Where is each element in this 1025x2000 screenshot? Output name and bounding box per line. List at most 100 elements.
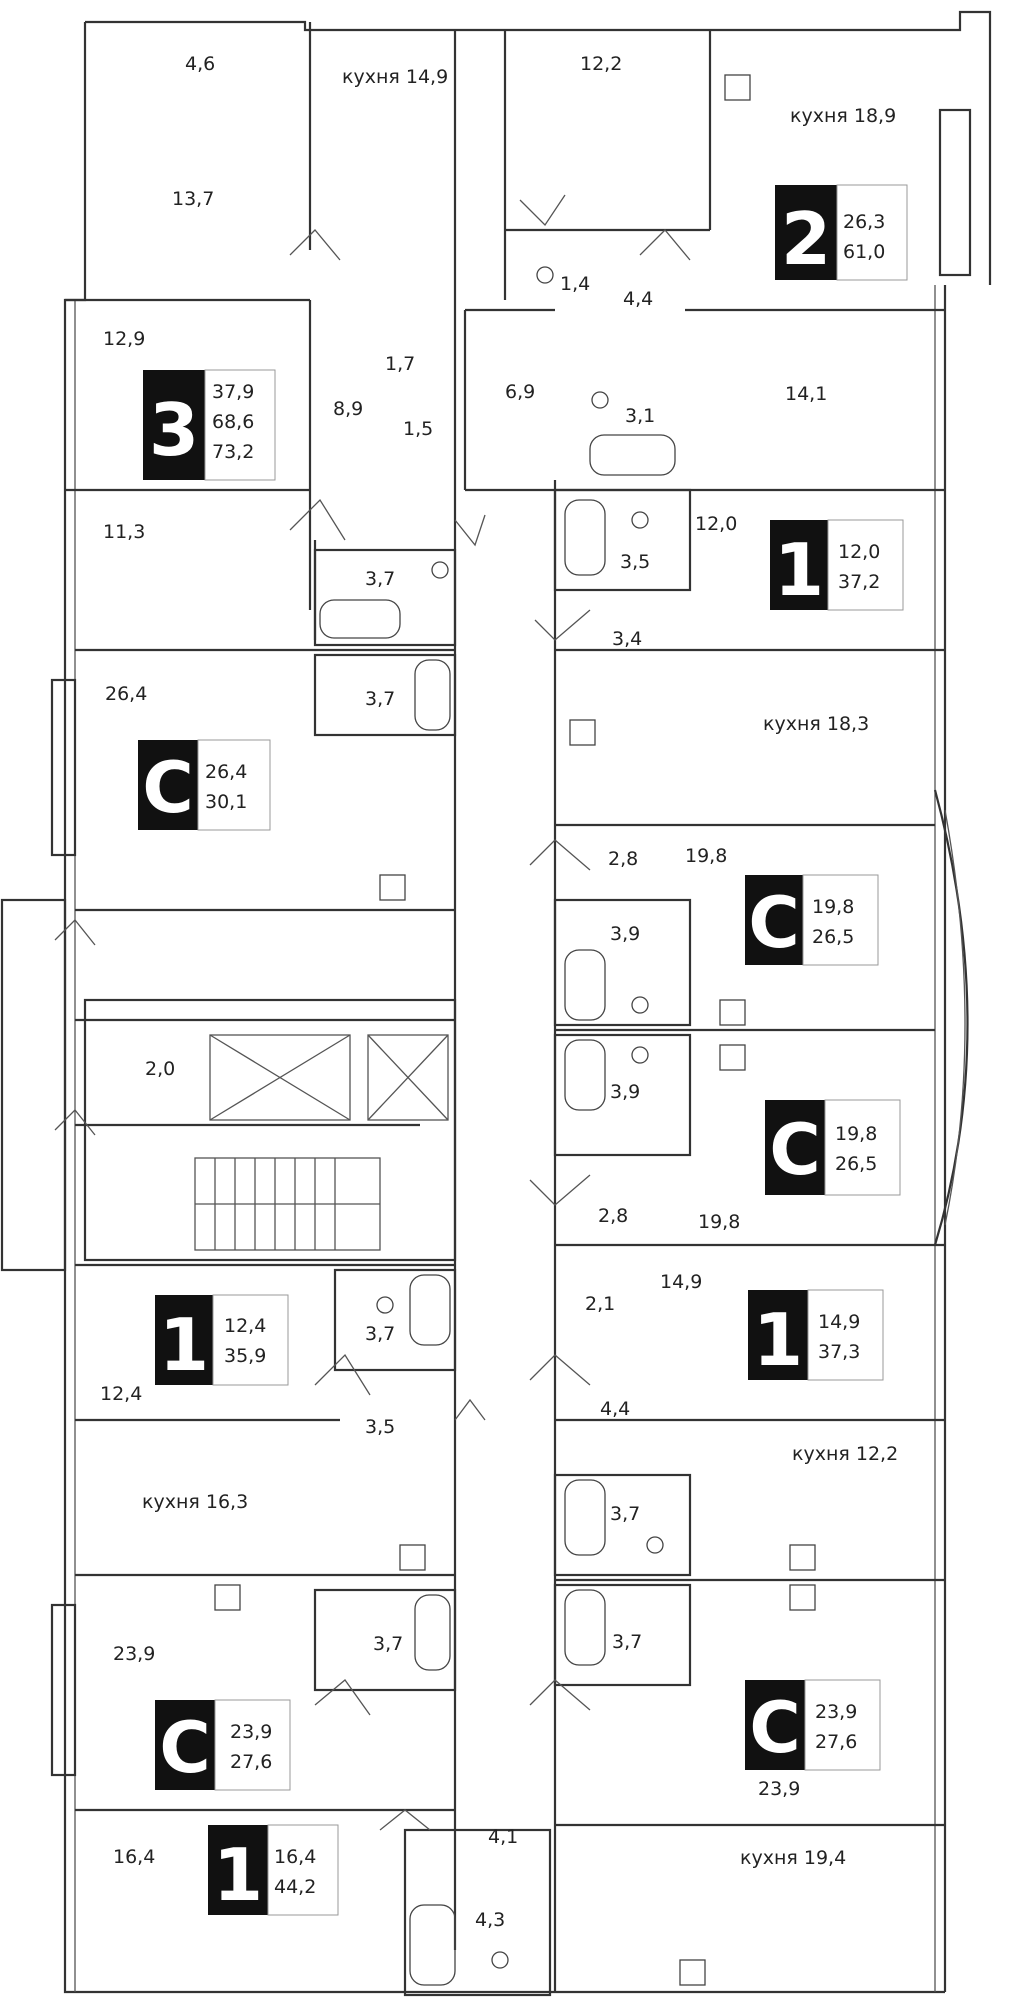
- room-area: 3,7: [365, 568, 395, 590]
- apartment-area: 37,2: [838, 571, 880, 593]
- apartment-area: 26,4: [205, 761, 247, 783]
- apartment-area: 19,8: [812, 896, 854, 918]
- balcony-west-3: [50, 1603, 77, 1777]
- lift-shaft-2-cross-b: [367, 1034, 449, 1121]
- room-area: 3,7: [373, 1633, 403, 1655]
- room-labels: 4,6 13,7 кухня 14,9 12,2 кухня 18,9 1,4 …: [100, 53, 898, 1931]
- apartment-area: 26,3: [843, 211, 885, 233]
- badge-box: [748, 1290, 808, 1380]
- room-area: 12,9: [103, 328, 145, 350]
- bathtub-icon: [414, 659, 451, 731]
- apartment-area: 14,9: [818, 1311, 860, 1333]
- room-area: 23,9: [758, 1778, 800, 1800]
- stove-icon: [719, 1044, 746, 1071]
- apartment-area: 37,9: [212, 381, 254, 403]
- apartment-area: 16,4: [274, 1846, 316, 1868]
- bath-block-west-4: [313, 1588, 457, 1692]
- apartment-area: 19,8: [835, 1123, 877, 1145]
- apartment-number: 1: [159, 1303, 209, 1387]
- bathtub-icon: [409, 1904, 456, 1986]
- room-area: 4,4: [600, 1398, 630, 1420]
- apartment-number: 3: [149, 388, 199, 472]
- apartment-badge: С 23,9 27,6: [745, 1679, 881, 1771]
- room-area: кухня 16,3: [142, 1491, 248, 1513]
- room-area: 3,9: [610, 1081, 640, 1103]
- room-area: 3,7: [612, 1631, 642, 1653]
- stove-icon: [214, 1584, 241, 1611]
- toilet-icon: [646, 1536, 664, 1554]
- room-area: кухня 14,9: [342, 66, 448, 88]
- bath-block-west-3: [333, 1268, 457, 1372]
- badge-box: [143, 370, 205, 480]
- room-area: кухня 18,3: [763, 713, 869, 735]
- room-area: 3,7: [365, 1323, 395, 1345]
- apartment-number: 1: [213, 1833, 263, 1917]
- bathtub-icon: [414, 1594, 451, 1671]
- room-area: 6,9: [505, 381, 535, 403]
- apartment-badge: С 19,8 26,5: [765, 1099, 901, 1196]
- area-box: [197, 739, 271, 831]
- toilet-icon: [431, 561, 449, 579]
- badge-box: [765, 1100, 825, 1195]
- bath-block-east-2: [553, 898, 692, 1027]
- room-area: 3,1: [625, 405, 655, 427]
- apartment-area: 26,5: [812, 926, 854, 948]
- apartment-area: 30,1: [205, 791, 247, 813]
- toilet-icon: [536, 266, 554, 284]
- apartment-area: 12,0: [838, 541, 880, 563]
- badge-box: [155, 1295, 213, 1385]
- apartment-number: С: [159, 1707, 210, 1789]
- bathtub-icon: [564, 1589, 606, 1666]
- room-area: 2,8: [608, 848, 638, 870]
- stove-icon: [789, 1544, 816, 1571]
- stove-icon: [399, 1544, 426, 1571]
- room-area: 3,7: [610, 1503, 640, 1525]
- room-area: 3,4: [612, 628, 642, 650]
- room-area: 3,9: [610, 923, 640, 945]
- room-area: 3,5: [620, 551, 650, 573]
- apartment-badge: 1 14,9 37,3: [748, 1289, 884, 1382]
- apartment-area: 68,6: [212, 411, 254, 433]
- stove-icon: [719, 999, 746, 1026]
- badge-box: [138, 740, 198, 830]
- apartment-area: 26,5: [835, 1153, 877, 1175]
- room-area: 8,9: [333, 398, 363, 420]
- room-area: 2,1: [585, 1293, 615, 1315]
- badge-box: [745, 875, 803, 965]
- stove-icon: [724, 74, 751, 101]
- bathtub-icon: [564, 949, 606, 1021]
- bathtub-icon: [564, 1039, 606, 1111]
- apartment-number: 1: [774, 528, 824, 612]
- area-box: [214, 1699, 291, 1791]
- stove-icon: [569, 719, 596, 746]
- apartment-badge: 1 12,0 37,2: [770, 519, 904, 612]
- stove-icon: [679, 1959, 706, 1986]
- apartment-badge: 1 12,4 35,9: [155, 1294, 289, 1387]
- room-area: 19,8: [698, 1211, 740, 1233]
- curved-balcony-inner: [944, 809, 966, 1226]
- badge-box: [155, 1700, 215, 1790]
- room-area: кухня 18,9: [790, 105, 896, 127]
- room-area: 16,4: [113, 1846, 155, 1868]
- area-box: [836, 184, 908, 281]
- area-box: [267, 1824, 339, 1916]
- stove-icon: [789, 1584, 816, 1611]
- area-box: [807, 1289, 884, 1381]
- room-area: 4,4: [623, 288, 653, 310]
- room-area: 3,7: [365, 688, 395, 710]
- area-box: [204, 369, 276, 481]
- apartment-number: С: [748, 882, 799, 964]
- room-area: кухня 12,2: [792, 1443, 898, 1465]
- badge-box: [745, 1680, 805, 1770]
- toilet-icon: [631, 1046, 649, 1064]
- lift-core: [83, 998, 457, 1262]
- apartment-area: 23,9: [230, 1721, 272, 1743]
- apartment-area: 44,2: [274, 1876, 316, 1898]
- room-area: 26,4: [105, 683, 147, 705]
- apartment-badges: 2 26,3 61,0 3 37,9 68,6 73,2 1 12,0 37,2…: [138, 184, 908, 1917]
- lift-shaft-2: [367, 1034, 449, 1121]
- room-area: 1,5: [403, 418, 433, 440]
- bath-block-west-5: [403, 1828, 552, 1997]
- bath-block-east-3: [553, 1033, 692, 1157]
